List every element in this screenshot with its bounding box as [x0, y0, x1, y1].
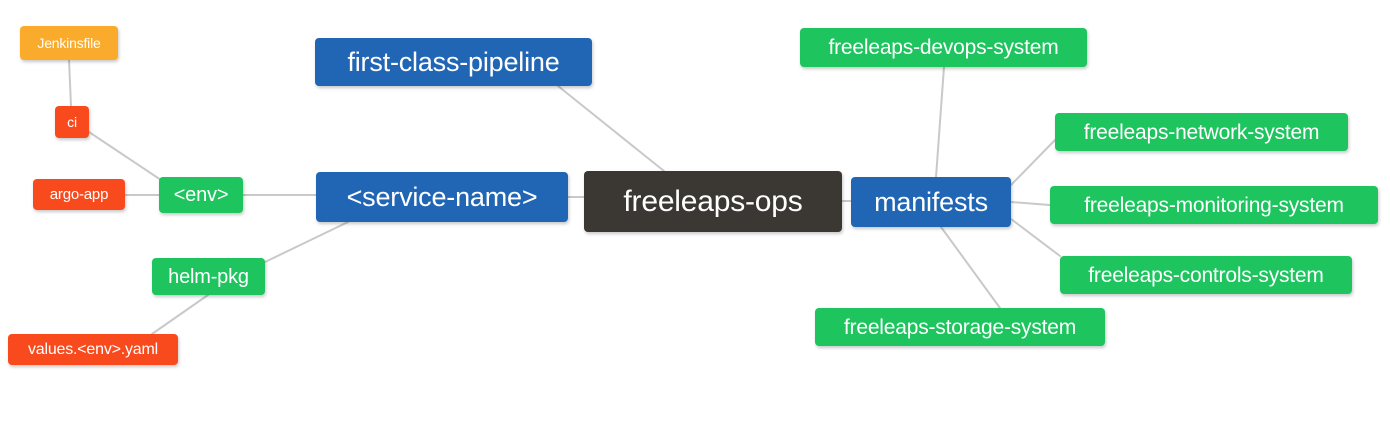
node-env[interactable]: <env> — [159, 177, 243, 213]
node-service-name[interactable]: <service-name> — [316, 172, 568, 222]
edge-manifests-to-devops-system — [935, 66, 945, 178]
node-storage-system[interactable]: freeleaps-storage-system — [815, 308, 1105, 346]
node-first-class-pipeline[interactable]: first-class-pipeline — [315, 38, 592, 86]
edge-manifests-to-monitoring-system — [1010, 201, 1051, 206]
node-ci[interactable]: ci — [55, 106, 89, 138]
edge-jenkinsfile-to-ci — [68, 59, 72, 107]
node-jenkinsfile[interactable]: Jenkinsfile — [20, 26, 118, 60]
edge-manifests-to-storage-system — [940, 226, 1001, 309]
edge-helm-pkg-to-service-name — [264, 221, 349, 263]
node-helm-pkg[interactable]: helm-pkg — [152, 258, 265, 295]
node-manifests[interactable]: manifests — [851, 177, 1011, 227]
node-network-system[interactable]: freeleaps-network-system — [1055, 113, 1348, 151]
node-values-env-yaml[interactable]: values.<env>.yaml — [8, 334, 178, 365]
node-monitoring-system[interactable]: freeleaps-monitoring-system — [1050, 186, 1378, 224]
edge-manifests-to-controls-system — [1010, 218, 1061, 257]
node-freeleaps-ops[interactable]: freeleaps-ops — [584, 171, 842, 232]
edge-values-env-yaml-to-helm-pkg — [151, 294, 209, 335]
edge-first-class-pipeline-to-freeleaps-ops — [557, 85, 665, 172]
node-controls-system[interactable]: freeleaps-controls-system — [1060, 256, 1352, 294]
edge-ci-to-env — [88, 131, 162, 181]
node-argo-app[interactable]: argo-app — [33, 179, 125, 210]
edge-manifests-to-network-system — [1010, 139, 1056, 186]
node-devops-system[interactable]: freeleaps-devops-system — [800, 28, 1087, 67]
